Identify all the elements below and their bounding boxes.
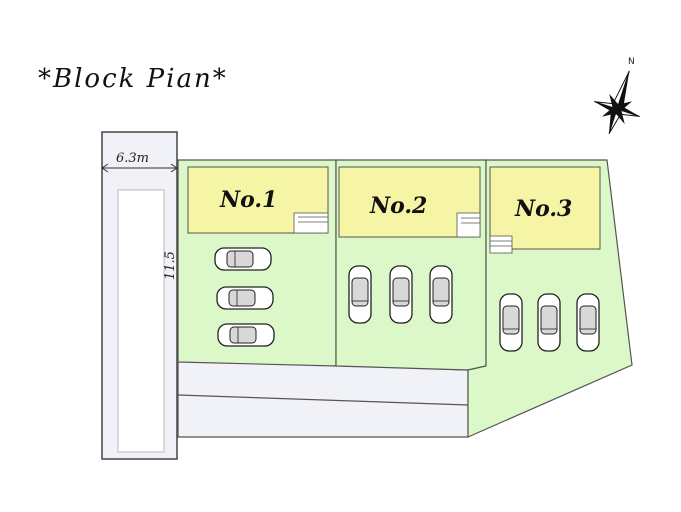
lot-2 <box>335 159 487 371</box>
car <box>214 247 272 271</box>
north-label: N <box>628 57 635 67</box>
lot-1-label: No.1 <box>219 187 277 213</box>
road-width-label: 6.3m <box>116 151 149 166</box>
lot-1-porch <box>293 212 329 234</box>
road-length-label: 11.5 <box>163 251 178 280</box>
driveway-strips <box>177 359 469 438</box>
lot-3-house <box>489 166 601 250</box>
lot-2-house <box>338 166 481 238</box>
driveway-divider <box>177 394 469 406</box>
car <box>348 265 372 324</box>
car <box>576 293 600 352</box>
lot-2-cars <box>348 265 453 324</box>
lot-3-cars <box>499 293 600 352</box>
lot-3-label: No.3 <box>514 196 572 222</box>
lot-2-label: No.2 <box>369 193 427 219</box>
car <box>499 293 523 352</box>
vertical-road <box>101 131 178 460</box>
page-title: *Block Pian* <box>38 64 228 94</box>
car <box>389 265 413 324</box>
road-lane <box>117 189 165 453</box>
car <box>537 293 561 352</box>
car <box>429 265 453 324</box>
car <box>217 323 275 347</box>
lot-2-porch <box>456 212 481 238</box>
road-width-dimension: 6.3m <box>101 151 178 173</box>
lot-3-porch <box>489 235 513 254</box>
compass-rose-icon: N <box>594 57 640 134</box>
car <box>216 286 274 310</box>
driveway-area <box>177 359 469 438</box>
lot-1-cars <box>214 247 275 347</box>
